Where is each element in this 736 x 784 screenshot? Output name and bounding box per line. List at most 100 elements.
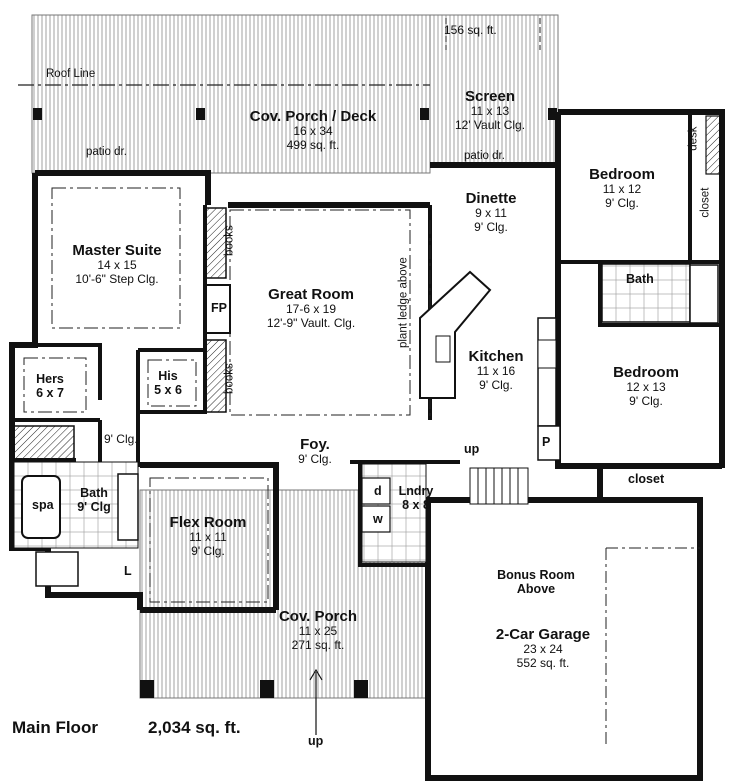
kitchen-name: Kitchen [468,348,524,365]
hers-dims: 6 x 7 [36,386,64,401]
bedroom-e-label: Bedroom 12 x 13 9' Clg. [596,364,696,409]
flex-room-name: Flex Room [169,514,247,531]
bedroom-e-dims: 12 x 13 [626,380,666,395]
stairs-up-label: up [464,442,480,456]
hers-name: Hers [36,372,64,386]
range [537,339,557,369]
master-bath-name: Bath [80,486,108,500]
books-lower-label: books [223,363,236,394]
spa-label: spa [32,498,54,512]
pantry-label: P [542,435,551,449]
books-upper-label: books [223,225,236,256]
porch-deck-label: Cov. Porch / Deck 16 x 34 499 sq. ft. [228,108,398,153]
washer-label: w [373,512,383,526]
great-room-label: Great Room 17-6 x 19 12'-9" Vault. Clg. [238,286,384,331]
water-closet [35,551,79,587]
desk-hatch [705,115,721,175]
his-label: His 5 x 6 [146,369,190,398]
his-name: His [158,369,178,383]
front-porch-dims: 11 x 25 [298,624,338,639]
foyer-label: Foy. 9' Clg. [280,436,350,467]
his-dims: 5 x 6 [154,383,182,398]
laundry-dims: 8 x 8 [402,498,430,513]
hall-ceiling: 9' Clg. [104,432,138,446]
garage-dims: 23 x 24 [523,642,563,657]
garage-name: 2-Car Garage [495,626,591,643]
patio-door-right: patio dr. [464,150,505,162]
master-suite-dims: 14 x 15 [97,258,137,273]
pantry [537,425,561,461]
bonus-room-line2: Above [516,582,556,597]
screen-area: 156 sq. ft. [444,23,497,37]
front-porch-name: Cov. Porch [278,608,358,625]
porch-deck-area: 499 sq. ft. [286,138,340,153]
bath-east-tile [601,263,691,323]
great-room-name: Great Room [268,286,354,303]
books-shelf-lower [205,339,227,413]
screen-dims: 11 x 13 [470,104,510,119]
stairs [469,467,529,505]
foyer-ceiling: 9' Clg. [298,452,332,467]
patio-door-left: patio dr. [86,146,127,158]
foyer-name: Foy. [300,436,330,453]
kitchen-counter [537,317,557,427]
front-porch-area: 271 sq. ft. [291,638,345,653]
dinette-ceiling: 9' Clg. [474,220,508,235]
plan-total-area: 2,034 sq. ft. [148,718,241,737]
dryer-box [361,477,391,505]
plant-ledge-label: plant ledge above [397,257,410,349]
front-entry-up-label: up [308,734,324,748]
closet-ne-label: closet [699,187,712,218]
screen-porch-floor [429,14,559,166]
shower [13,425,75,461]
kitchen-dims: 11 x 16 [476,364,516,379]
great-room-dims: 17-6 x 19 [285,302,337,317]
fireplace-label: FP [211,301,227,315]
porch-deck-floor [31,14,431,174]
kitchen-island [419,270,492,399]
screen-ceiling: 12' Vault Clg. [454,118,526,133]
flex-room-ceiling: 9' Clg. [191,544,225,559]
fireplace-box [205,284,231,334]
exterior-walls [9,109,725,613]
master-suite-name: Master Suite [72,242,162,259]
screen-label: Screen 11 x 13 12' Vault Clg. [440,88,540,133]
bedroom-ne-name: Bedroom [589,166,655,183]
bonus-room-line1: Bonus Room [497,568,575,582]
closet-se-label: closet [628,472,665,486]
dinette-name: Dinette [465,190,517,207]
deck-posts [33,108,557,120]
bathtub-east [689,264,719,324]
master-suite-label: Master Suite 14 x 15 10'-6" Step Clg. [50,242,184,287]
flex-room-label: Flex Room 11 x 11 9' Clg. [150,514,266,559]
bedroom-e-name: Bedroom [613,364,679,381]
laundry-name: Lndry [398,484,434,498]
great-room-ceiling: 12'-9" Vault. Clg. [266,316,356,331]
bath-east-label: Bath [626,272,654,286]
front-porch-posts [140,680,368,698]
plan-title: Main Floor [12,718,98,737]
bedroom-ne-ceiling: 9' Clg. [605,196,639,211]
porch-deck-dims: 16 x 34 [293,124,333,139]
master-suite-ceiling: 10'-6" Step Clg. [75,272,159,287]
spa-tub [21,475,61,539]
garage-area [425,497,703,781]
dinette-dims: 9 x 11 [475,206,507,221]
front-porch-label: Cov. Porch 11 x 25 271 sq. ft. [256,608,380,653]
porch-deck-name: Cov. Porch / Deck [249,108,377,125]
desk-label: desk [687,126,700,151]
bedroom-e-ceiling: 9' Clg. [629,394,663,409]
screen-name: Screen [464,88,516,105]
kitchen-ceiling: 9' Clg. [479,378,513,393]
roof-line-label: Roof Line [46,68,96,80]
laundry-label: Lndry 8 x 8 [392,484,440,513]
master-bath-ceiling: 9' Clg [77,500,111,515]
linen-closet-label: L [124,564,132,578]
master-bath-label: Bath 9' Clg [72,486,116,515]
entry-arrowhead [309,668,323,681]
sink [435,335,451,363]
bedroom-ne-label: Bedroom 11 x 12 9' Clg. [576,166,668,211]
vanity [117,473,139,541]
garage-area: 552 sq. ft. [516,656,570,671]
